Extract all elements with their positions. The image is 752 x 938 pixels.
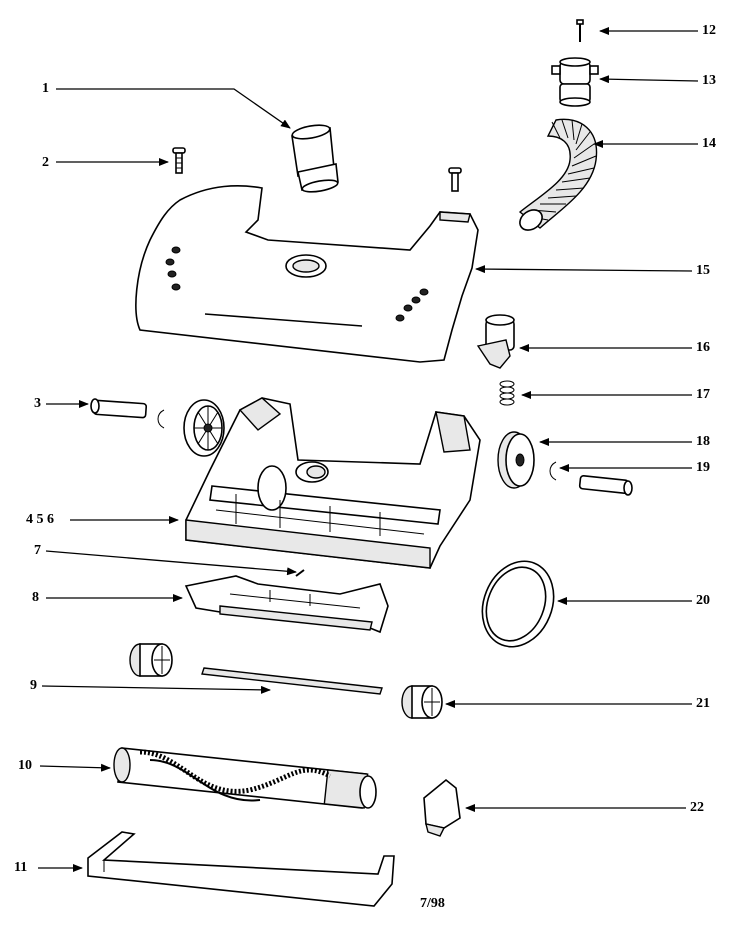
part-21-end-cap	[401, 685, 443, 719]
date-code: 7/98	[420, 896, 445, 911]
hood-vents-left	[165, 246, 181, 291]
callout-22: 22	[690, 800, 704, 815]
part-16-switch	[476, 314, 515, 369]
callout-17: 17	[696, 387, 710, 402]
callout-16: 16	[696, 340, 710, 355]
callout-1: 1	[42, 81, 49, 96]
callout-13: 13	[702, 73, 716, 88]
callout-14: 14	[702, 136, 716, 151]
left-rear-wheel	[183, 399, 225, 457]
callout-8: 8	[32, 590, 39, 605]
left-end-cap	[129, 643, 173, 677]
part-20-belt	[481, 560, 555, 648]
part-15-hood	[135, 185, 479, 363]
part-12-screw	[576, 19, 584, 42]
callout-19: 19	[696, 460, 710, 475]
callout-20: 20	[696, 593, 710, 608]
part-456-base	[185, 397, 481, 569]
part-13-coupling	[551, 57, 599, 107]
hood-screw	[448, 167, 462, 192]
part-8-bottom-plate	[184, 575, 389, 634]
part-2-screw	[172, 147, 186, 174]
left-clip	[157, 409, 165, 429]
callout-3: 3	[34, 396, 41, 411]
callout-2: 2	[42, 155, 49, 170]
callout-15: 15	[696, 263, 710, 278]
callout-7: 7	[34, 543, 41, 558]
callout-9: 9	[30, 678, 37, 693]
part-1-adapter	[291, 124, 339, 193]
right-axle	[578, 475, 633, 496]
hood-vents-right	[395, 288, 429, 322]
part-14-hose	[518, 118, 598, 231]
part-10-brush-roll	[113, 747, 377, 809]
callout-12: 12	[702, 23, 716, 38]
part-19-clip	[549, 461, 557, 481]
part-22-bracket	[423, 778, 461, 837]
part-11-bumper	[87, 831, 395, 907]
part-18-wheel	[497, 431, 535, 489]
leader-lines	[38, 27, 699, 872]
part-3-axle	[90, 398, 148, 419]
callout-11: 11	[14, 860, 28, 875]
callout-456: 4 5 6	[26, 512, 54, 527]
callout-18: 18	[696, 434, 710, 449]
callout-21: 21	[696, 696, 710, 711]
callout-10: 10	[18, 758, 32, 773]
part-17-spring	[499, 380, 515, 406]
part-9-shaft	[201, 667, 383, 695]
part-7-pin	[295, 569, 305, 577]
